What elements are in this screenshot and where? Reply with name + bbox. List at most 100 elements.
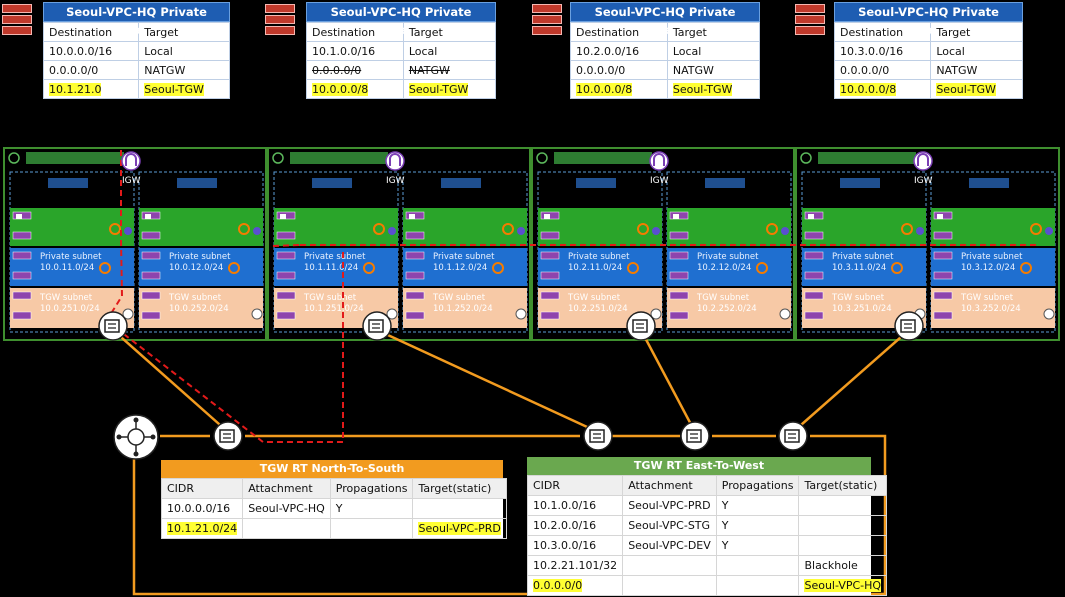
route-table-title: Seoul-VPC-HQ Private Subnet RT [570,2,760,37]
tgw-subnet-cidr: 10.1.252.0/24 [433,304,493,314]
cidr-cell: 0.0.0.0/0 [533,579,583,592]
nat-gateway-icon [109,223,121,235]
tgw-route-table-icon-lines [593,433,601,439]
target-cell: Seoul-VPC-HQ [804,579,882,592]
propagation-cell: Y [329,498,414,519]
instance-icon [276,231,296,240]
instance-icon [141,271,161,280]
instance-icon [405,231,425,240]
private-subnet-label: Private subnet [169,252,231,262]
column-header: Attachment [622,475,717,496]
attachment-cell [622,555,717,576]
route-destination: 10.0.0.0/8 [312,82,369,96]
route-target: Local [138,41,230,61]
tgw-route-table-icon-body [589,429,605,443]
az-label-bar [576,178,616,188]
column-header: Propagations [329,478,414,499]
cidr-cell: 10.2.0.0/16 [526,515,624,536]
route-destination: 0.0.0.0/0 [570,60,668,80]
route-destination: 10.1.21.0 [49,82,102,96]
instance-icon [933,231,953,240]
column-header: Propagations [715,475,800,496]
instance-icon [891,262,903,274]
tgw-route-table-icon-body [686,429,702,443]
security-group-icon [265,4,295,35]
nat-gateway-icon [502,223,514,235]
endpoint-icon [253,227,261,235]
route-table-2: Seoul-VPC-HQ Private Subnet RT Destinati… [306,2,497,99]
cidr-cell: 10.1.21.0/24 [167,522,238,535]
cidr-cell: 10.3.0.0/16 [526,535,624,556]
instance-icon [12,271,32,280]
route-destination: 0.0.0.0/0 [833,60,932,80]
route-target: NATGW [666,60,761,80]
eni-icon [122,308,134,320]
route-table-4: Seoul-VPC-HQ Private Subnet RT Destinati… [833,2,1023,99]
az-label-bar [312,178,352,188]
lock-icon [145,214,151,219]
column-header: CIDR [526,475,624,496]
tgw-attachment-icon-lines [372,323,380,329]
target-cell [798,535,888,556]
tgw-subnet-cidr: 10.0.252.0/24 [169,304,229,314]
instance-icon [99,262,111,274]
instance-icon [756,262,768,274]
instance-icon [540,291,560,300]
route-target: Local [666,41,761,61]
tgw-attachment-line [792,329,910,433]
tgw-subnet-label: TGW subnet [168,293,222,303]
lock-icon [409,214,415,219]
vpc-name-bar [554,152,652,164]
private-subnet-cidr: 10.3.11.0/24 [832,263,886,273]
instance-icon [804,311,824,320]
private-subnet-label: Private subnet [40,252,102,262]
lock-icon [280,214,286,219]
route-destination: 10.0.0.0/8 [840,82,897,96]
tgw-subnet-cidr: 10.3.251.0/24 [832,304,892,314]
instance-icon [228,262,240,274]
instance-icon [669,311,689,320]
column-header: CIDR [160,478,244,499]
tgw-subnet-label: TGW subnet [960,293,1014,303]
tgw-route-table-icon-lines [690,433,698,439]
nat-gateway-icon [637,223,649,235]
route-table-title: Seoul-VPC-HQ Private Subnet RT [43,2,230,37]
nat-gateway-icon [238,223,250,235]
instance-icon [804,291,824,300]
nat-gateway-icon [373,223,385,235]
propagation-cell [715,555,800,576]
route-target: NATGW [402,60,497,80]
private-subnet-cidr: 10.2.12.0/24 [697,263,751,273]
attachment-cell: Seoul-VPC-HQ [242,498,331,519]
attachment-cell: Seoul-VPC-STG [622,515,717,536]
route-target: NATGW [138,60,230,80]
traffic-path [111,150,124,313]
tgw-route-table-icon-ring [583,421,613,451]
az-label-bar [177,178,217,188]
target-cell [798,515,888,536]
tgw-route-table-icon [213,421,243,451]
transit-gateway-icon [113,414,159,460]
route-destination: 0.0.0.0/0 [42,60,140,80]
nat-gateway-icon [766,223,778,235]
column-header: Target [666,22,761,42]
instance-icon [141,311,161,320]
eni-icon [251,308,263,320]
tgw-subnet-label: TGW subnet [303,293,357,303]
route-destination: 10.0.0.0/8 [576,82,633,96]
eni-icon [515,308,527,320]
cloud-icon [8,152,20,164]
private-subnet-cidr: 10.1.11.0/24 [304,263,358,273]
vpc-name-bar [26,152,124,164]
tgw-subnet-cidr: 10.2.251.0/24 [568,304,628,314]
private-subnet-cidr: 10.0.12.0/24 [169,263,223,273]
private-subnet-cidr: 10.1.12.0/24 [433,263,487,273]
target-cell: Blackhole [798,555,888,576]
instance-icon [405,291,425,300]
tgw-attachment-icon-lines [108,323,116,329]
column-header: Target [930,22,1023,42]
instance-icon [933,251,953,260]
route-target: Seoul-TGW [936,82,996,96]
az-label-bar [441,178,481,188]
